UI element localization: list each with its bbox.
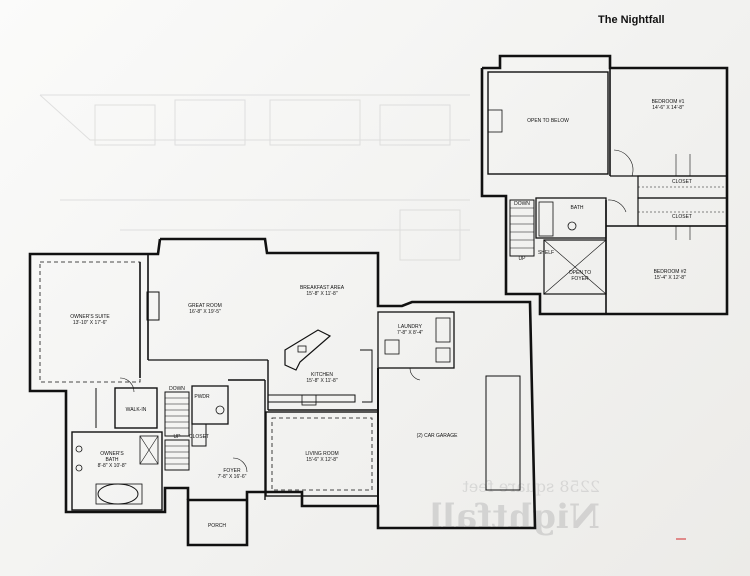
open-to-below-label: OPEN TO BELOW [527, 118, 569, 124]
living-room-label: LIVING ROOM [305, 451, 338, 457]
open-to-foyer-label-2: FOYER [571, 276, 589, 282]
first-floor-down-label: DOWN [169, 386, 185, 392]
laundry-label: LAUNDRY [398, 324, 422, 330]
foyer-dims: 7'-8" X 16'-6" [218, 474, 247, 480]
watermark-big: Nightfall [429, 497, 600, 537]
shelf-label: SHELF [538, 250, 554, 256]
great-room-label: GREAT ROOM [188, 303, 222, 309]
second-floor-up-label: UP [519, 256, 527, 262]
walk-in-label: WALK-IN [126, 407, 147, 413]
owners-bath-label-2: BATH [106, 457, 119, 463]
breakfast-area-dims: 15'-8" X 11'-8" [306, 291, 337, 297]
garage-label: (2) CAR GARAGE [417, 433, 459, 439]
foyer-label: FOYER [223, 468, 241, 474]
second-floor-bath-label: BATH [571, 205, 584, 211]
owners-bath-dims: 8'-8" X 10'-8" [98, 463, 127, 469]
open-to-foyer-label: OPEN TO [569, 270, 591, 276]
bedroom1-label: BEDROOM #1 [652, 99, 685, 105]
kitchen-label: KITCHEN [311, 372, 333, 378]
watermark: Nightfall 2258 square feet [429, 477, 600, 537]
first-floor-closet-label: CLOSET [189, 434, 209, 440]
breakfast-area-label: BREAKFAST AREA [300, 285, 345, 291]
owners-suite-label: OWNER'S SUITE [70, 314, 110, 320]
pwdr-label: PWDR [194, 394, 210, 400]
ghost-elevation [39, 94, 470, 261]
owners-suite-dims: 13'-10" X 17'-6" [73, 320, 108, 326]
living-room-dims: 15'-6" X 12'-8" [306, 457, 338, 463]
closet-a-label: CLOSET [672, 179, 692, 185]
watermark-small: 2258 square feet [462, 477, 600, 496]
kitchen-dims: 15'-8" X 11'-8" [306, 378, 337, 384]
porch-label: PORCH [208, 523, 226, 529]
second-floor-down-label: DOWN [514, 201, 530, 207]
second-floor [480, 54, 729, 316]
great-room-dims: 16'-8" X 19'-5" [189, 309, 221, 315]
first-floor [28, 237, 537, 547]
laundry-dims: 7'-8" X 8'-4" [397, 330, 423, 336]
bedroom2-label: BEDROOM #2 [654, 269, 687, 275]
bedroom2-dims: 15'-4" X 12'-8" [654, 275, 686, 281]
bedroom1-dims: 14'-6" X 14'-8" [652, 105, 684, 111]
plan-title: The Nightfall [598, 14, 665, 26]
closet-b-label: CLOSET [672, 214, 692, 220]
red-mark [676, 538, 686, 540]
owners-bath-label: OWNER'S [100, 451, 124, 457]
first-floor-up-label: UP [174, 434, 182, 440]
